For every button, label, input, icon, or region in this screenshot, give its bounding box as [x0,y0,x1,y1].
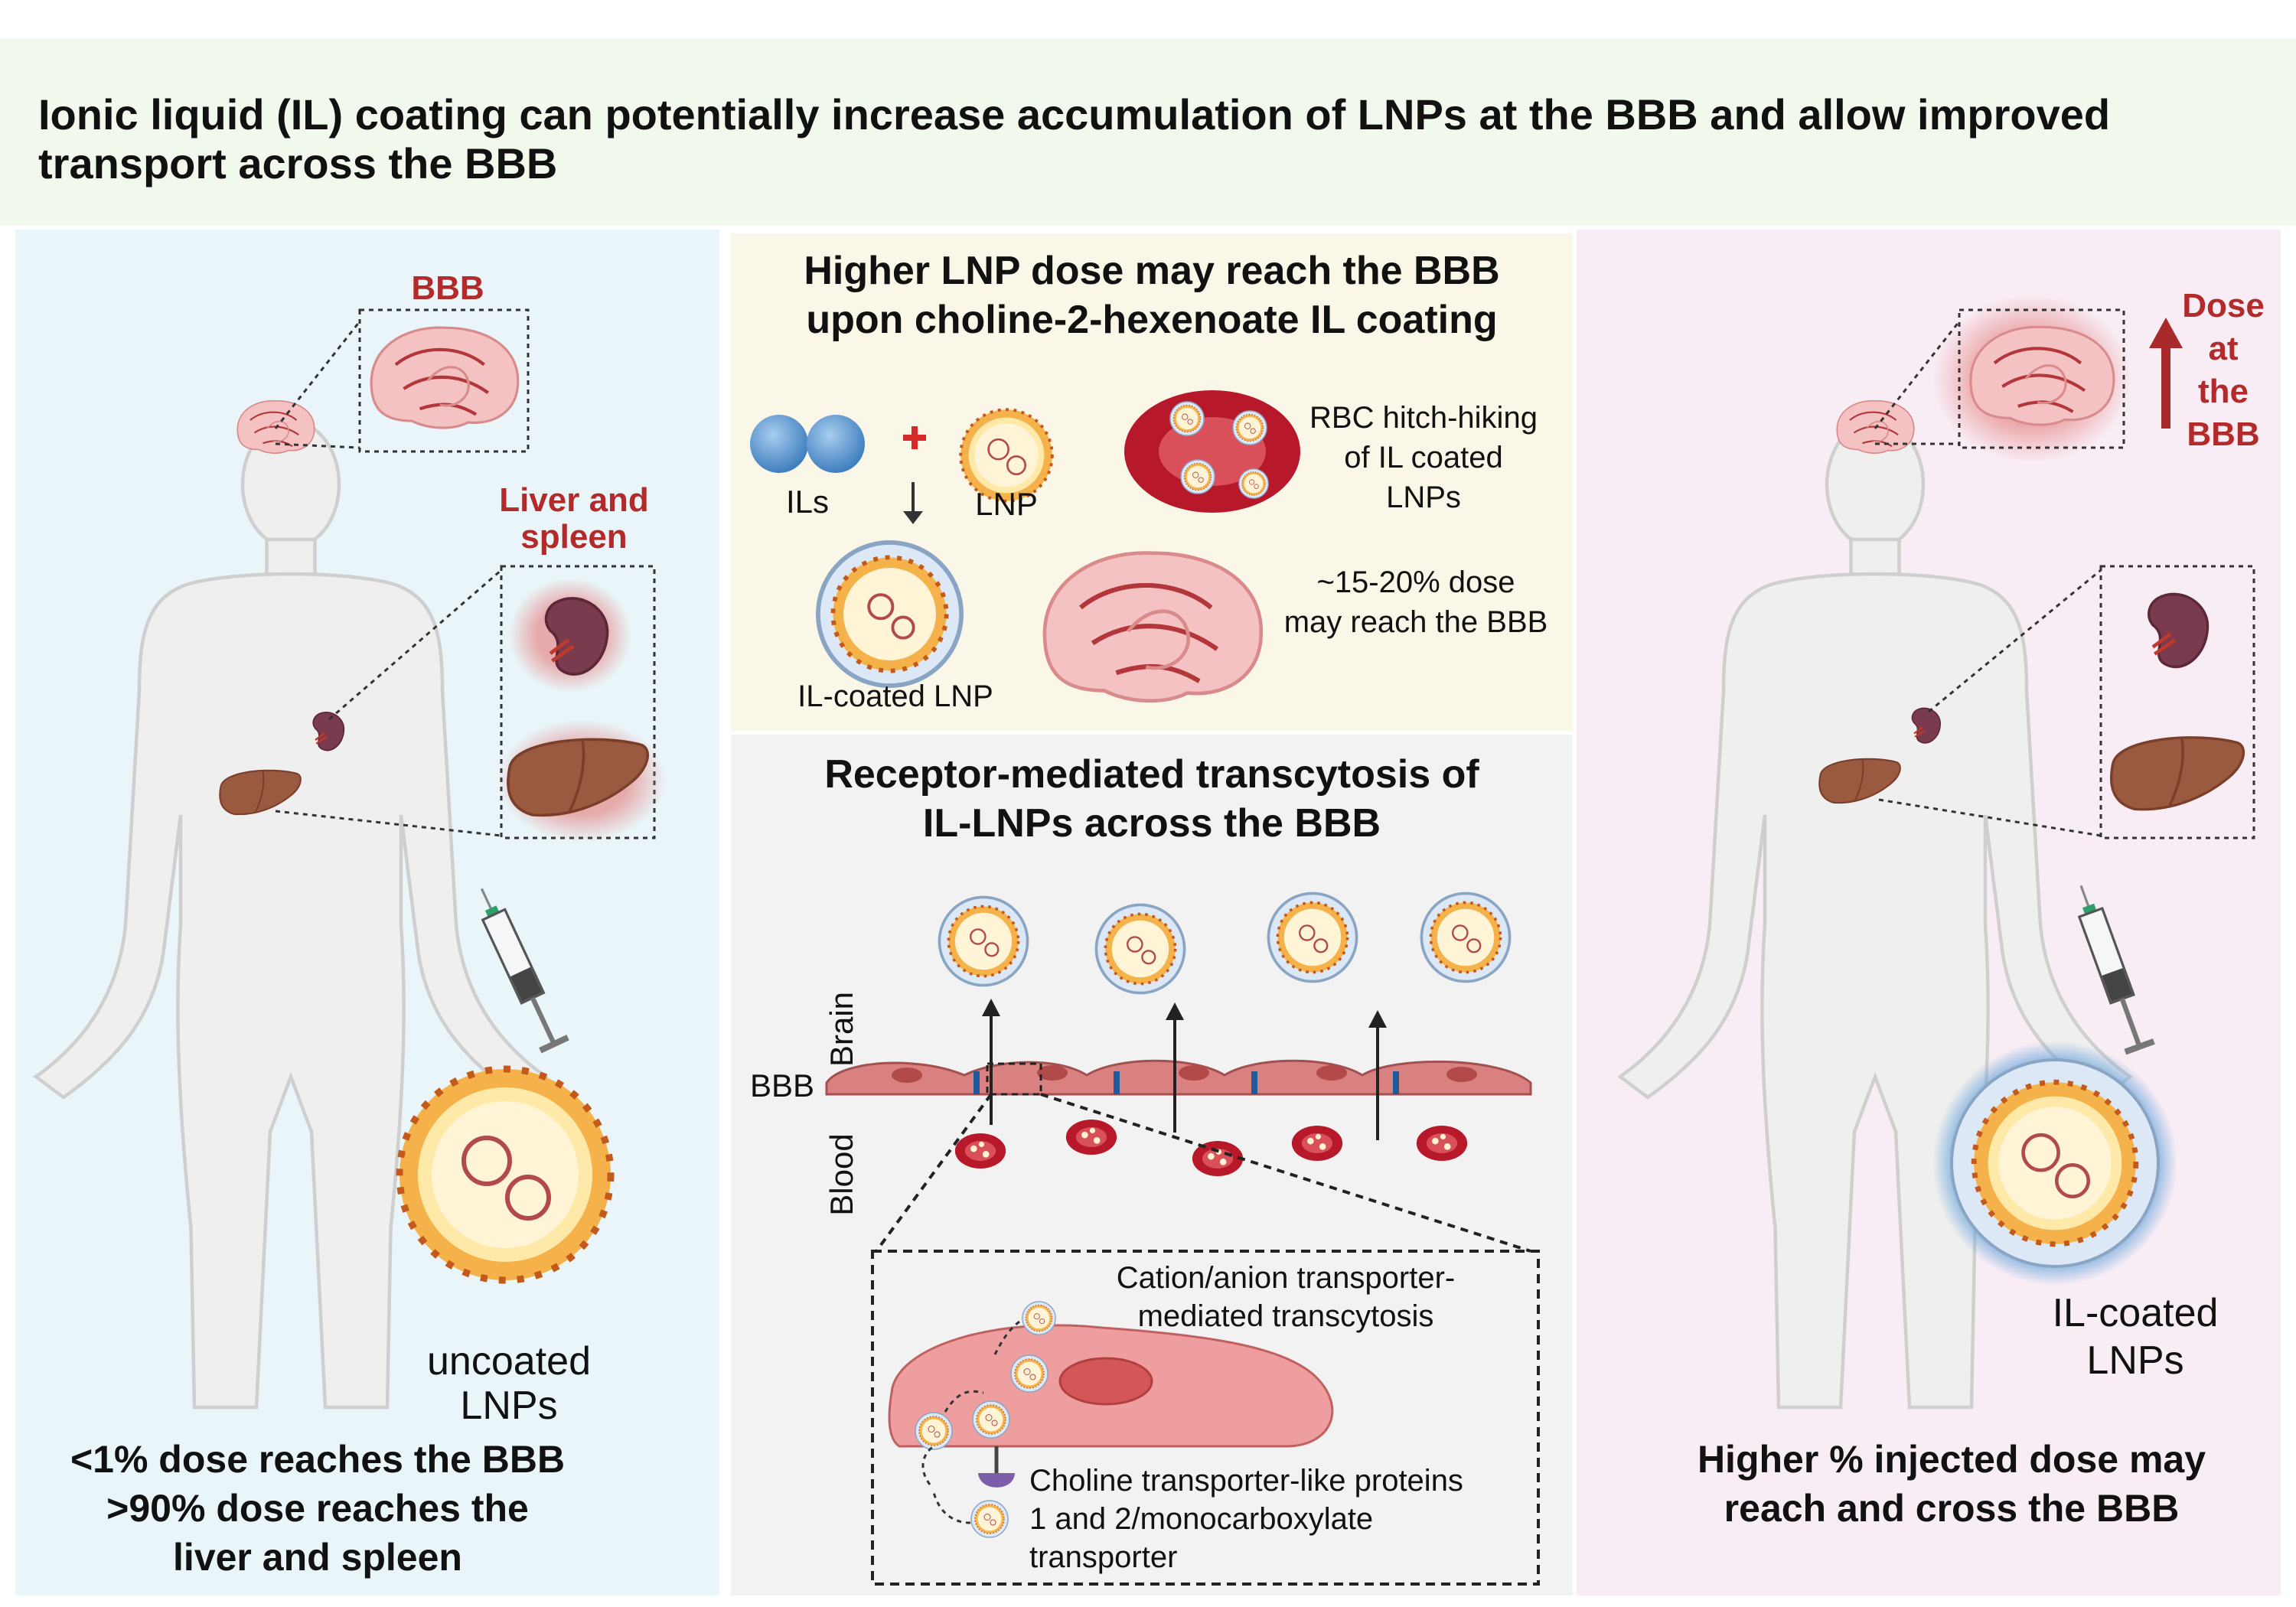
bbb-endothelial-layer [825,1059,1532,1096]
lnp-brain-2 [1094,903,1186,995]
lnp-brain-3 [1267,892,1358,983]
dose-at-line1: Dose [2182,287,2265,324]
brain-side-label: Brain [823,991,859,1068]
bbb-label-left: BBB [411,269,484,307]
transcytosis-heading-line2: IL-LNPs across the BBB [922,801,1381,846]
ils-label: ILs [785,484,830,520]
bbb-callout-box-left [358,308,530,453]
cation-line1: Cation/anion transporter- [1116,1261,1456,1295]
dose-percent-line2: may reach the BBB [1283,605,1548,639]
il-coated-lnps-label: IL-coated LNPs [2020,1289,2250,1384]
spleen-large-right [2149,594,2208,667]
dose-percent-line1: ~15-20% dose [1316,566,1515,599]
left-caption-line2: >90% dose reaches the [106,1487,529,1530]
il-coating-heading-line1: Higher LNP dose may reach the BBB [804,249,1500,293]
il-coated-lnps-line2: LNPs [2086,1338,2184,1383]
organ-callout-box-left [500,565,656,839]
lnp-label-mid: LNP [975,486,1038,522]
il-coated-lnp-mid [818,543,961,686]
right-caption-line2: reach and cross the BBB [1724,1487,2180,1530]
choline-line3: transporter [1029,1540,1178,1574]
il-coating-heading-line2: upon choline-2-hexenoate IL coating [806,298,1498,342]
lnp-brain-4 [1420,892,1512,983]
il-coated-lnp-illustration [1974,1082,2136,1244]
choline-transporter-text: Choline transporter-like proteins 1 and … [1029,1462,1534,1576]
transcytosis-zoom-box [871,1250,1540,1586]
brain-large-right [1971,327,2114,425]
brain-mid [1045,553,1261,701]
page-title: Ionic liquid (IL) coating can potentiall… [38,90,2111,187]
il-ball-1 [750,415,808,473]
liver-large-right [2109,735,2245,811]
il-coating-heading: Higher LNP dose may reach the BBB upon c… [731,246,1573,344]
transcytosis-heading: Receptor-mediated transcytosis of IL-LNP… [731,750,1573,848]
choline-line1: Choline transporter-like proteins [1029,1464,1463,1498]
dose-at-line4: BBB [2187,416,2260,453]
rbc-blood-1 [954,1133,1006,1169]
brain-large-left [371,328,518,428]
left-caption-line1: <1% dose reaches the BBB [70,1438,566,1481]
right-caption-line1: Higher % injected dose may [1697,1438,2206,1481]
dose-at-line3: the [2198,373,2249,410]
il-coated-lnps-line1: IL-coated [2052,1291,2219,1335]
rbc-blood-2 [1065,1119,1117,1156]
dose-percent-text: ~15-20% dose may reach the BBB [1263,562,1569,642]
transcytosis-heading-line1: Receptor-mediated transcytosis of [824,752,1479,797]
cation-anion-text: Cation/anion transporter- mediated trans… [1071,1259,1500,1335]
choline-line2: 1 and 2/monocarboxylate [1029,1502,1374,1536]
rbc-line2: of IL coated [1344,441,1503,474]
blood-side-label: Blood [823,1133,859,1216]
uncoated-lnps-label: uncoated LNPs [427,1339,591,1428]
right-caption: Higher % injected dose may reach and cro… [1645,1435,2258,1533]
rbc-blood-5 [1416,1125,1468,1162]
plus-sign [903,426,926,449]
spleen-small-right [1911,707,1942,745]
dose-at-line2: at [2208,330,2239,367]
rbc-line3: LNPs [1386,481,1461,514]
rbc-blood-4 [1291,1125,1343,1162]
lnp-brain-1 [938,895,1029,987]
dose-at-bbb-label: Dose at the BBB [2181,285,2265,456]
bbb-side-label: BBB [750,1068,815,1103]
title-band [0,38,2296,226]
il-coated-lnp-label-mid: IL-coated LNP [797,680,993,713]
left-caption-line3: liver and spleen [173,1536,462,1579]
bbb-callout-box-right [1958,308,2125,449]
spleen-small-left [312,711,345,751]
rbc-hitchhiking-text: RBC hitch-hiking of IL coated LNPs [1286,398,1561,517]
left-caption: <1% dose reaches the BBB >90% dose reach… [15,1435,620,1582]
rbc-line1: RBC hitch-hiking [1309,401,1538,435]
liver-spleen-label: Liver and spleen [499,481,649,556]
cell-nucleus [1058,1357,1153,1406]
organ-callout-box-right [2099,565,2255,839]
cation-line2: mediated transcytosis [1137,1299,1434,1333]
uncoated-lnp-illustration [400,1069,611,1280]
il-ball-2 [807,415,865,473]
